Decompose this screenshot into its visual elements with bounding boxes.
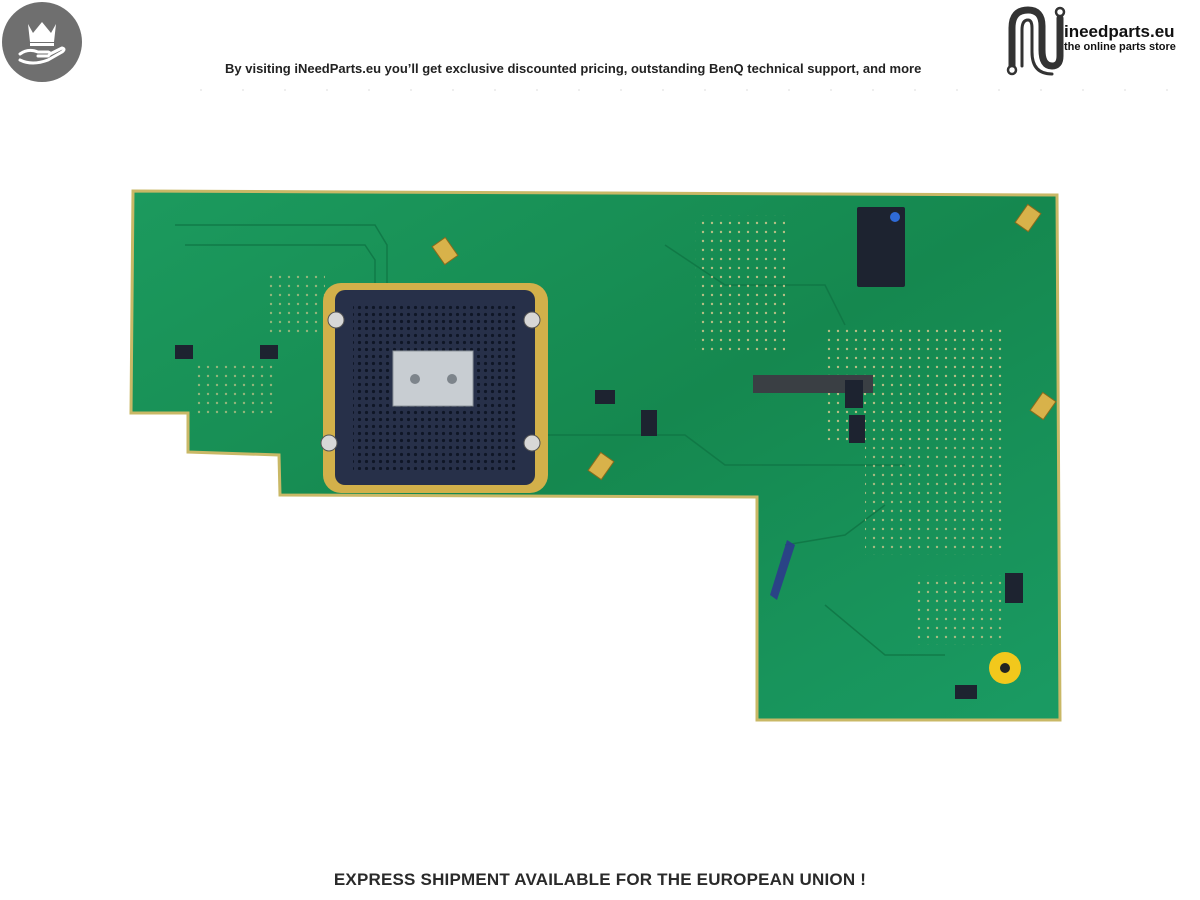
circuit-board-icon [129, 189, 1062, 722]
header-divider [200, 89, 1190, 91]
promo-tagline: By visiting iNeedParts.eu you’ll get exc… [225, 61, 922, 76]
ineedparts-logo-icon[interactable] [1004, 4, 1066, 76]
crown-badge [2, 2, 82, 82]
logo-name[interactable]: ineedparts.eu [1064, 22, 1175, 41]
shipping-notice: EXPRESS SHIPMENT AVAILABLE FOR THE EUROP… [333, 870, 867, 889]
logo-subtitle: the online parts store [1064, 41, 1176, 53]
crown-hand-icon [18, 22, 66, 65]
